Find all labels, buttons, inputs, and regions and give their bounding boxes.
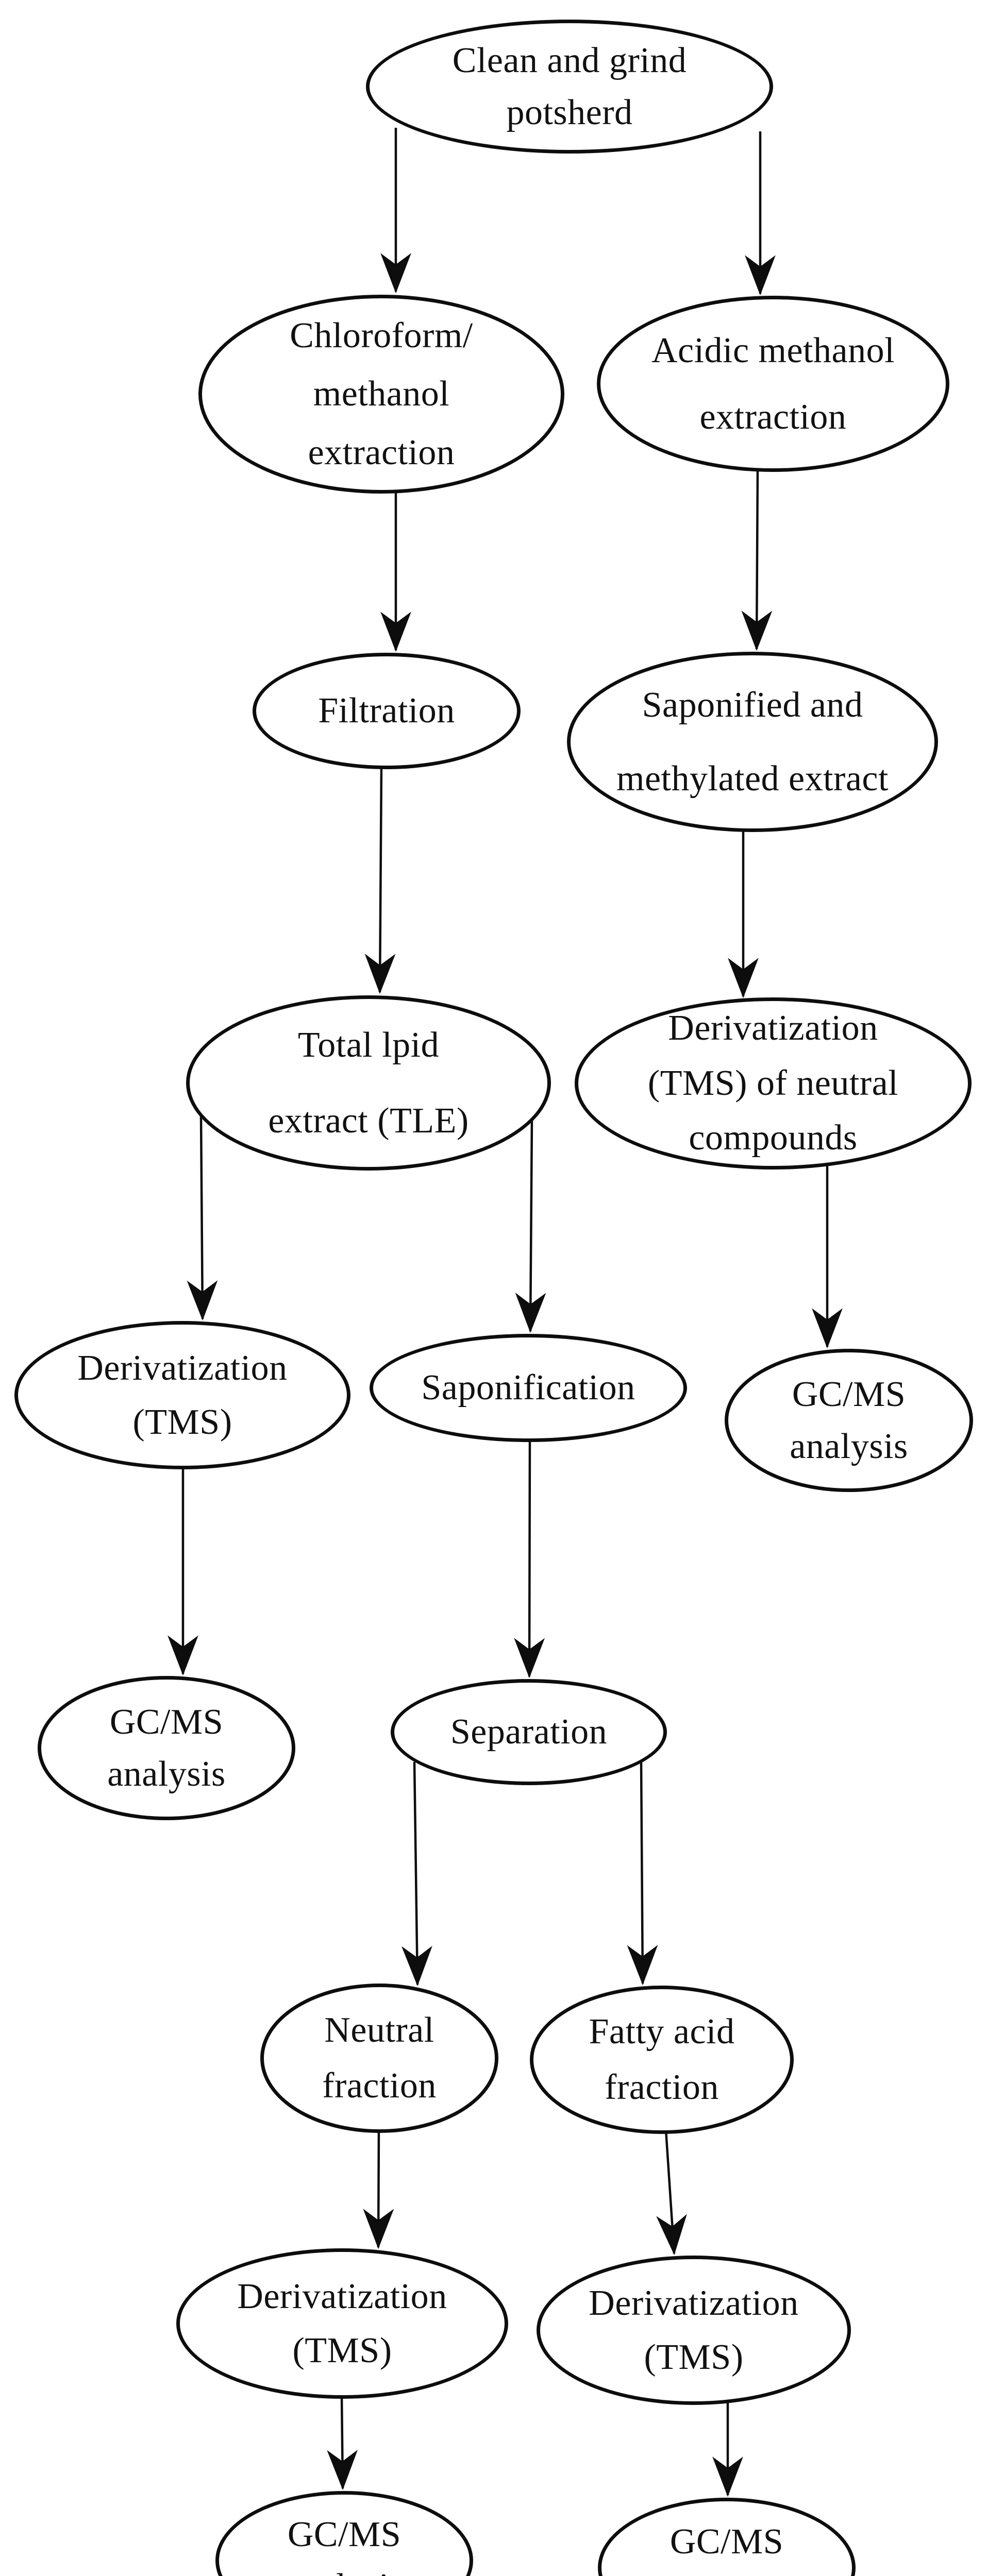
node-gcms-analysis-right: GC/MS analysis [725,1349,973,1492]
node-derivatization-tms-neutral-compounds: Derivatization (TMS) of neutral compound… [575,997,972,1170]
arrow-acidic-to-saponified [741,467,773,651]
node-label-total-lipid-extract: Total lpid extract (TLE) [268,1025,469,1141]
node-derivatization-tms-bottom-right: Derivatization (TMS) [537,2256,851,2405]
node-neutral-fraction: Neutral fraction [260,1984,498,2133]
node-filtration: Filtration [253,653,521,769]
node-derivatization-tms-left: Derivatization (TMS) [14,1321,350,1469]
node-label-clean-grind-potsherd: Clean and grind potsherd [452,40,687,133]
node-label-saponification: Saponification [421,1368,635,1408]
node-label-gcms-analysis-left: GC/MS analysis [107,1702,226,1794]
node-label-gcms-analysis-bottom-left: GC/MS analysis [285,2514,403,2576]
node-label-acidic-methanol-extraction: Acidic methanol extraction [651,330,895,437]
node-chloroform-methanol-extraction: Chloroform/ methanol extraction [198,295,564,494]
arrow-derivatization-bottom-left-to-gcms [327,2394,358,2490]
arrow-separation-to-neutral-fraction [401,1761,432,1987]
arrow-saponification-to-separation [514,1438,545,1679]
node-label-saponified-methylated-extract: Saponified and methylated extract [616,685,889,799]
node-label-derivatization-tms-bottom-right: Derivatization (TMS) [589,2283,799,2377]
arrow-tle-to-saponification [515,1118,546,1333]
node-label-chloroform-methanol-extraction: Chloroform/ methanol extraction [290,315,473,472]
node-derivatization-tms-bottom-left: Derivatization (TMS) [176,2248,508,2399]
node-label-neutral-fraction: Neutral fraction [322,2010,437,2106]
node-gcms-analysis-left: GC/MS analysis [38,1676,295,1820]
node-label-derivatization-tms-bottom-left: Derivatization (TMS) [237,2277,447,2370]
node-label-derivatization-tms-left: Derivatization (TMS) [77,1348,288,1442]
node-saponified-methylated-extract: Saponified and methylated extract [567,652,938,832]
node-label-derivatization-tms-neutral-compounds: Derivatization (TMS) of neutral compound… [647,1008,899,1158]
arrow-filtration-to-tle [364,765,396,994]
node-label-gcms-analysis-right: GC/MS analysis [790,1374,908,1467]
node-clean-grind-potsherd: Clean and grind potsherd [366,20,773,154]
node-total-lipid-extract: Total lpid extract (TLE) [186,995,551,1171]
arrow-neutral-to-derivatization-bottom-left [363,2128,394,2249]
node-label-filtration: Filtration [318,691,455,731]
node-label-separation: Separation [450,1712,608,1752]
node-label-fatty-acid-fraction: Fatty acid fraction [589,2011,735,2108]
node-saponification: Saponification [370,1334,687,1442]
arrow-separation-to-fatty-fraction [627,1761,658,1986]
arrow-tle-to-derivatization-tms-left [187,1115,218,1321]
node-separation: Separation [391,1679,667,1785]
arrow-fatty-to-derivatization-bottom-right [656,2129,687,2256]
node-acidic-methanol-extraction: Acidic methanol extraction [597,296,949,472]
node-fatty-acid-fraction: Fatty acid fraction [530,1986,794,2134]
node-label-gcms-analysis-bottom-right: GC/MS analysis [667,2521,785,2576]
